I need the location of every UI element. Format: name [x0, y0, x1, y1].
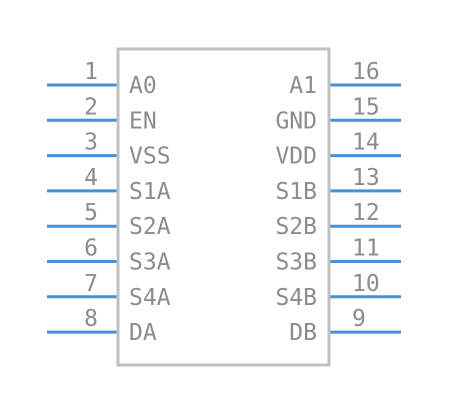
- pin-7-number: 7: [84, 271, 98, 297]
- pin-7-name: S4A: [129, 285, 171, 311]
- pin-13-name: S1B: [275, 179, 317, 205]
- pin-15-number: 15: [352, 94, 380, 120]
- pin-3-number: 3: [84, 130, 98, 156]
- pin-3-name: VSS: [129, 144, 171, 170]
- pin-11-name: S3B: [275, 250, 317, 276]
- pin-2-number: 2: [84, 94, 98, 120]
- pin-group: [47, 83, 401, 334]
- pin-2-name: EN: [129, 108, 157, 134]
- pin-4-number: 4: [84, 165, 98, 191]
- pin-4-name: S1A: [129, 179, 171, 205]
- pin-9-name: DB: [289, 320, 317, 346]
- pin-1-name: A0: [129, 73, 157, 99]
- pin-5-number: 5: [84, 200, 98, 226]
- pin-8-number: 8: [84, 306, 98, 332]
- pin-9-number: 9: [352, 306, 366, 332]
- pin-13-number: 13: [352, 165, 380, 191]
- pin-16-number: 16: [352, 59, 380, 85]
- pin-10-name: S4B: [275, 285, 317, 311]
- pin-8-name: DA: [129, 320, 157, 346]
- pin-12-name: S2B: [275, 214, 317, 240]
- pin-10-number: 10: [352, 271, 380, 297]
- pin-12-number: 12: [352, 200, 380, 226]
- pin-1-number: 1: [84, 59, 98, 85]
- pin-11-number: 11: [352, 236, 380, 262]
- pin-6-name: S3A: [129, 250, 171, 276]
- pin-15-name: GND: [275, 108, 317, 134]
- ic-body: [116, 47, 331, 367]
- pin-14-number: 14: [352, 130, 380, 156]
- pin-6-number: 6: [84, 236, 98, 262]
- pin-16-name: A1: [289, 73, 317, 99]
- pin-14-name: VDD: [275, 144, 317, 170]
- pin-5-name: S2A: [129, 214, 171, 240]
